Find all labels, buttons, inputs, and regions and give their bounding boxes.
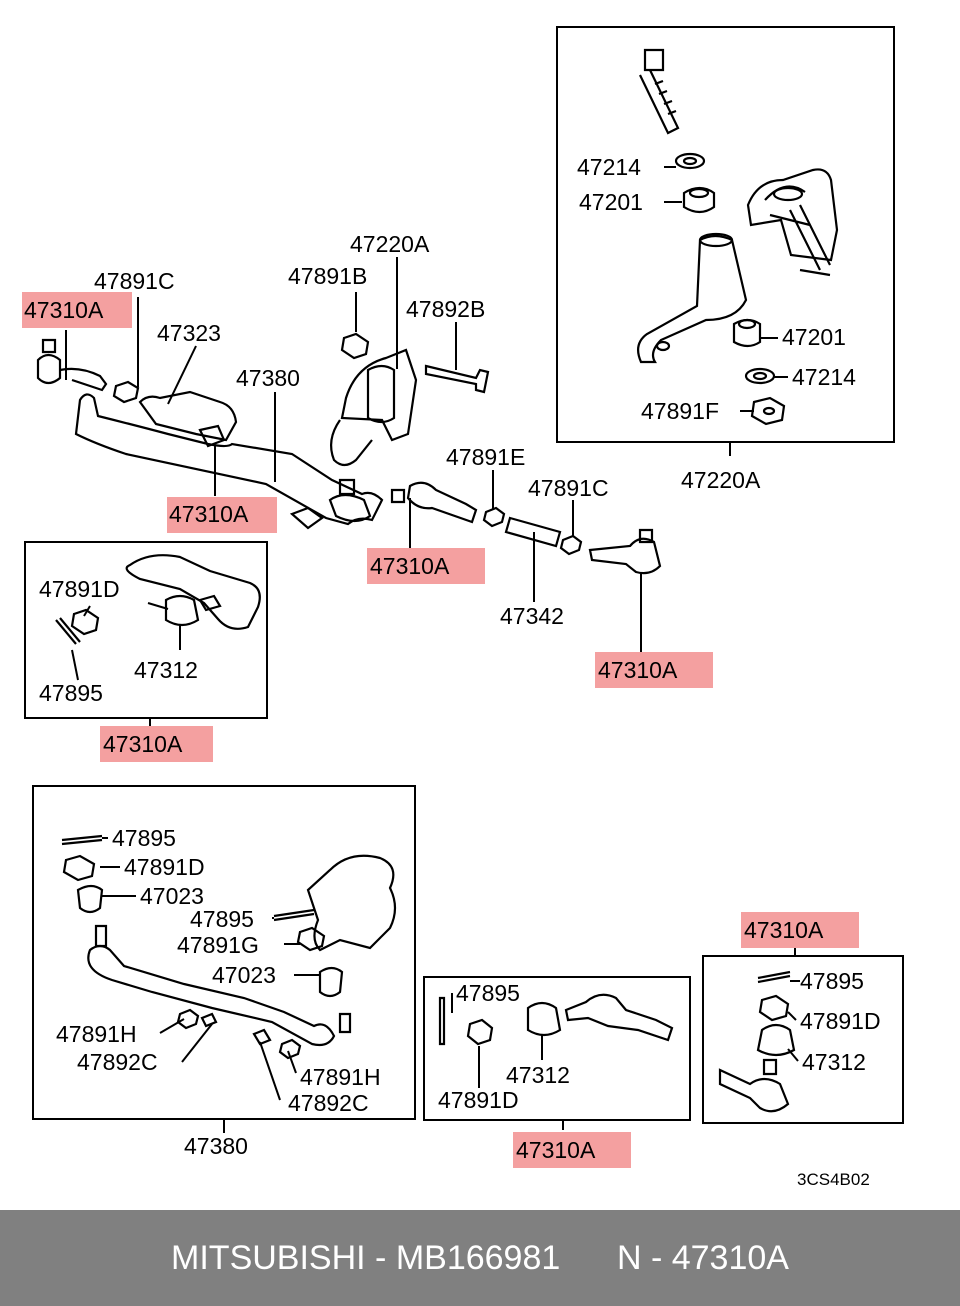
label-47214-top: 47214 [577, 154, 641, 180]
label-47895-left-detail: 47895 [39, 680, 103, 706]
diagram-code: 3CS4B02 [797, 1170, 870, 1189]
label-47201-top: 47201 [579, 189, 643, 215]
label-47214-lower: 47214 [792, 364, 856, 390]
label-47895-middle-detail: 47895 [456, 980, 520, 1006]
label-47891e: 47891E [446, 444, 525, 470]
label-47895-relay-1: 47895 [112, 825, 176, 851]
tie-rod-detail-frame-middle [423, 976, 691, 1121]
label-47023-relay-1: 47023 [140, 883, 204, 909]
idler-arm-detail-frame [556, 26, 895, 443]
label-47892c-left: 47892C [77, 1049, 158, 1075]
label-47892b: 47892B [406, 296, 485, 322]
label-47310a-center: 47310A [370, 553, 450, 579]
label-47312-right-detail: 47312 [802, 1049, 866, 1075]
label-47023-relay-2: 47023 [212, 962, 276, 988]
label-47310a-top-left: 47310A [24, 297, 104, 323]
tie-rod-detail-middle-drawing [438, 993, 674, 1046]
label-47380-detail: 47380 [184, 1133, 248, 1159]
label-47310a-left-detail: 47310A [103, 731, 183, 757]
label-47201-lower: 47201 [782, 324, 846, 350]
footer-part-info: MITSUBISHI - MB166981 N - 47310A [0, 1210, 960, 1306]
part-labels: 47310A 47891C 47323 47380 47310A 47220A … [24, 154, 881, 1189]
label-47891d-middle-detail: 47891D [438, 1087, 519, 1113]
tie-rod-detail-right-drawing [718, 970, 796, 1113]
tie-rod-detail-left-drawing [55, 554, 261, 645]
label-47895-relay-2: 47895 [190, 906, 254, 932]
label-47310a-right-detail: 47310A [744, 917, 824, 943]
label-47895-right-detail: 47895 [800, 968, 864, 994]
label-47312-left-detail: 47312 [134, 657, 198, 683]
label-47310a-middle-detail: 47310A [516, 1137, 596, 1163]
label-47323: 47323 [157, 320, 221, 346]
label-47891d-right-detail: 47891D [800, 1008, 881, 1034]
label-47310a-mid-left: 47310A [169, 501, 249, 527]
label-47310a-right: 47310A [598, 657, 678, 683]
label-47891g: 47891G [177, 932, 259, 958]
label-47891h-left: 47891H [56, 1021, 137, 1047]
label-47891h-right: 47891H [300, 1064, 381, 1090]
label-47891d-relay: 47891D [124, 854, 205, 880]
label-47220a-detail: 47220A [681, 467, 761, 493]
label-47891d-left-detail: 47891D [39, 576, 120, 602]
label-47892c-right: 47892C [288, 1090, 369, 1116]
highlight-boxes [22, 292, 859, 1168]
label-47891c-right: 47891C [528, 475, 609, 501]
label-47220a-main: 47220A [350, 231, 430, 257]
main-assembly-drawing [36, 332, 662, 575]
tie-rod-detail-frame-right [702, 955, 904, 1124]
parts-diagram: 47310A 47891C 47323 47380 47310A 47220A … [22, 26, 904, 1189]
label-47891f: 47891F [641, 398, 719, 424]
label-47891c-left: 47891C [94, 268, 175, 294]
label-47380-main: 47380 [236, 365, 300, 391]
relay-rod-detail-drawing [61, 834, 397, 1060]
idler-arm-drawing [636, 48, 839, 426]
label-47891b: 47891B [288, 263, 367, 289]
label-47342: 47342 [500, 603, 564, 629]
tie-rod-detail-frame-left [24, 541, 268, 719]
label-47312-middle-detail: 47312 [506, 1062, 570, 1088]
leader-lines [65, 166, 800, 1133]
